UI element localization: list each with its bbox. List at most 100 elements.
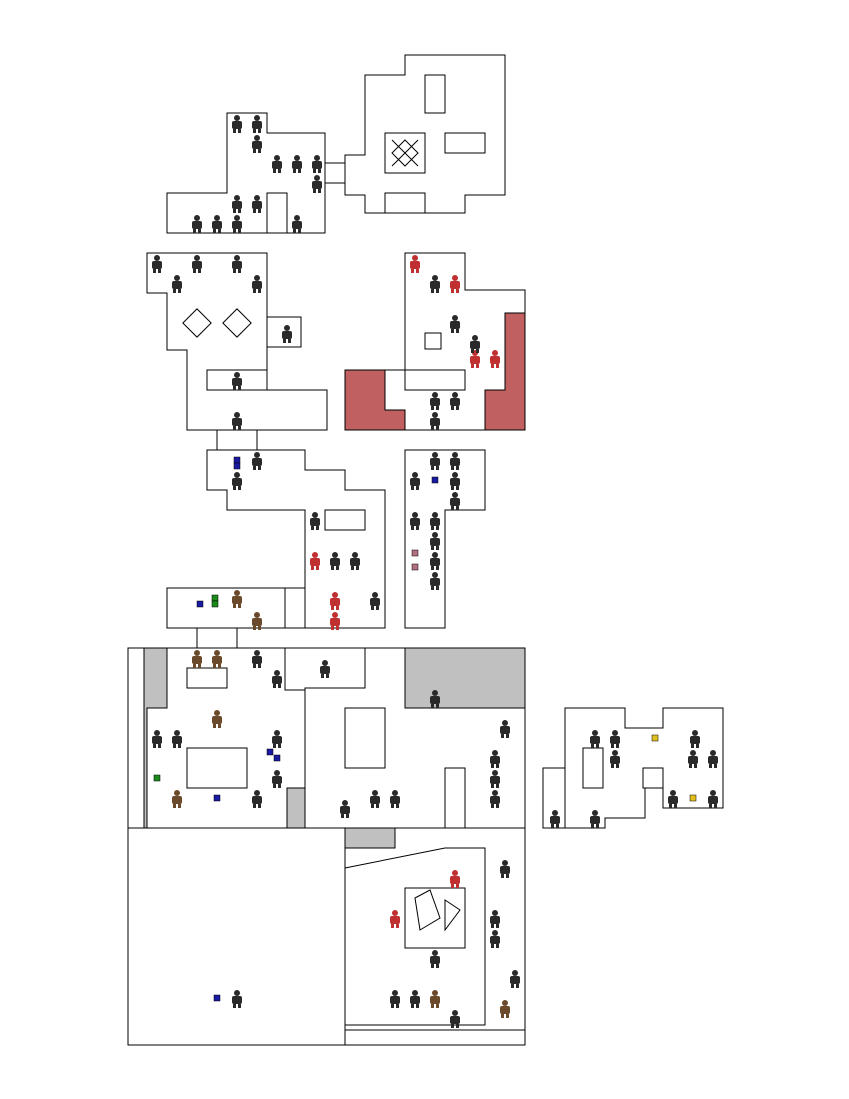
imp-icon xyxy=(192,650,202,668)
zombie-soldier-icon xyxy=(232,472,242,490)
armor-bonus-icon xyxy=(266,748,274,756)
zombie-soldier-icon xyxy=(312,175,322,193)
pinky-demon-icon xyxy=(490,350,500,368)
zombie-soldier-icon xyxy=(272,730,282,748)
armor-bonus-icon xyxy=(273,754,281,762)
zombie-soldier-icon xyxy=(430,552,440,570)
health-bonus-icon xyxy=(211,594,219,602)
pinky-demon-icon xyxy=(450,275,460,293)
zombie-soldier-icon xyxy=(708,750,718,768)
armor-bonus-icon xyxy=(233,462,241,470)
zombie-soldier-icon xyxy=(430,950,440,968)
map-entities xyxy=(152,115,718,1028)
zombie-soldier-icon xyxy=(212,215,222,233)
zombie-soldier-icon xyxy=(500,720,510,738)
pillar xyxy=(424,74,446,114)
zombie-soldier-icon xyxy=(450,452,460,470)
health-bonus-icon xyxy=(211,600,219,608)
zombie-soldier-icon xyxy=(272,670,282,688)
zombie-soldier-icon xyxy=(430,392,440,410)
torch-icon xyxy=(651,734,659,742)
zombie-soldier-icon xyxy=(232,115,242,133)
zombie-soldier-icon xyxy=(192,215,202,233)
health-bonus-icon xyxy=(153,774,161,782)
zombie-soldier-icon xyxy=(192,255,202,273)
zombie-soldier-icon xyxy=(350,552,360,570)
zombie-soldier-icon xyxy=(282,325,292,343)
pinky-demon-icon xyxy=(410,255,420,273)
zombie-soldier-icon xyxy=(172,730,182,748)
zombie-soldier-icon xyxy=(320,660,330,678)
zombie-soldier-icon xyxy=(410,990,420,1008)
zombie-soldier-icon xyxy=(430,275,440,293)
zombie-soldier-icon xyxy=(668,790,678,808)
zombie-soldier-icon xyxy=(430,412,440,430)
pinky-demon-icon xyxy=(310,552,320,570)
zombie-soldier-icon xyxy=(152,730,162,748)
zombie-soldier-icon xyxy=(430,572,440,590)
zombie-soldier-icon xyxy=(292,215,302,233)
rubble-room xyxy=(404,887,466,949)
zombie-soldier-icon xyxy=(252,115,262,133)
imp-icon xyxy=(430,990,440,1008)
imp-icon xyxy=(172,790,182,808)
pinky-demon-icon xyxy=(330,592,340,610)
zombie-soldier-icon xyxy=(252,452,262,470)
pinky-demon-icon xyxy=(330,612,340,630)
zombie-soldier-icon xyxy=(688,750,698,768)
pinky-demon-icon xyxy=(390,910,400,928)
zombie-soldier-icon xyxy=(232,412,242,430)
zombie-soldier-icon xyxy=(450,1010,460,1028)
armor-bonus-icon xyxy=(196,600,204,608)
imp-icon xyxy=(212,710,222,728)
zombie-soldier-icon xyxy=(252,650,262,668)
hazard-floor xyxy=(344,369,406,431)
zombie-soldier-icon xyxy=(390,790,400,808)
zombie-soldier-icon xyxy=(610,730,620,748)
medikit-icon xyxy=(411,563,419,571)
zombie-soldier-icon xyxy=(610,750,620,768)
torch-icon xyxy=(689,794,697,802)
zombie-soldier-icon xyxy=(252,790,262,808)
zombie-soldier-icon xyxy=(490,770,500,788)
zombie-soldier-icon xyxy=(272,155,282,173)
imp-icon xyxy=(232,590,242,608)
zombie-soldier-icon xyxy=(310,512,320,530)
zombie-soldier-icon xyxy=(430,452,440,470)
zombie-soldier-icon xyxy=(312,155,322,173)
zombie-soldier-icon xyxy=(430,690,440,708)
zombie-soldier-icon xyxy=(590,810,600,828)
zombie-soldier-icon xyxy=(232,255,242,273)
pinky-demon-icon xyxy=(450,870,460,888)
crate xyxy=(444,132,486,154)
zombie-soldier-icon xyxy=(490,930,500,948)
zombie-soldier-icon xyxy=(272,770,282,788)
zombie-soldier-icon xyxy=(450,492,460,510)
zombie-soldier-icon xyxy=(330,552,340,570)
zombie-soldier-icon xyxy=(252,275,262,293)
zombie-soldier-icon xyxy=(232,195,242,213)
medikit-icon xyxy=(411,549,419,557)
zombie-soldier-icon xyxy=(410,512,420,530)
zombie-soldier-icon xyxy=(550,810,560,828)
zombie-soldier-icon xyxy=(232,372,242,390)
zombie-soldier-icon xyxy=(252,195,262,213)
zombie-soldier-icon xyxy=(232,215,242,233)
armor-bonus-icon xyxy=(213,794,221,802)
zombie-soldier-icon xyxy=(490,750,500,768)
zombie-soldier-icon xyxy=(470,335,480,353)
armor-bonus-icon xyxy=(233,456,241,464)
zombie-soldier-icon xyxy=(410,472,420,490)
hazard-floor xyxy=(484,312,526,431)
zombie-soldier-icon xyxy=(370,592,380,610)
sector-outlines xyxy=(127,54,724,1046)
armor-bonus-icon xyxy=(431,476,439,484)
armor-bonus-icon xyxy=(213,994,221,1002)
zombie-soldier-icon xyxy=(500,860,510,878)
zombie-soldier-icon xyxy=(708,790,718,808)
zombie-soldier-icon xyxy=(152,255,162,273)
zombie-soldier-icon xyxy=(292,155,302,173)
zombie-soldier-icon xyxy=(590,730,600,748)
zombie-soldier-icon xyxy=(510,970,520,988)
